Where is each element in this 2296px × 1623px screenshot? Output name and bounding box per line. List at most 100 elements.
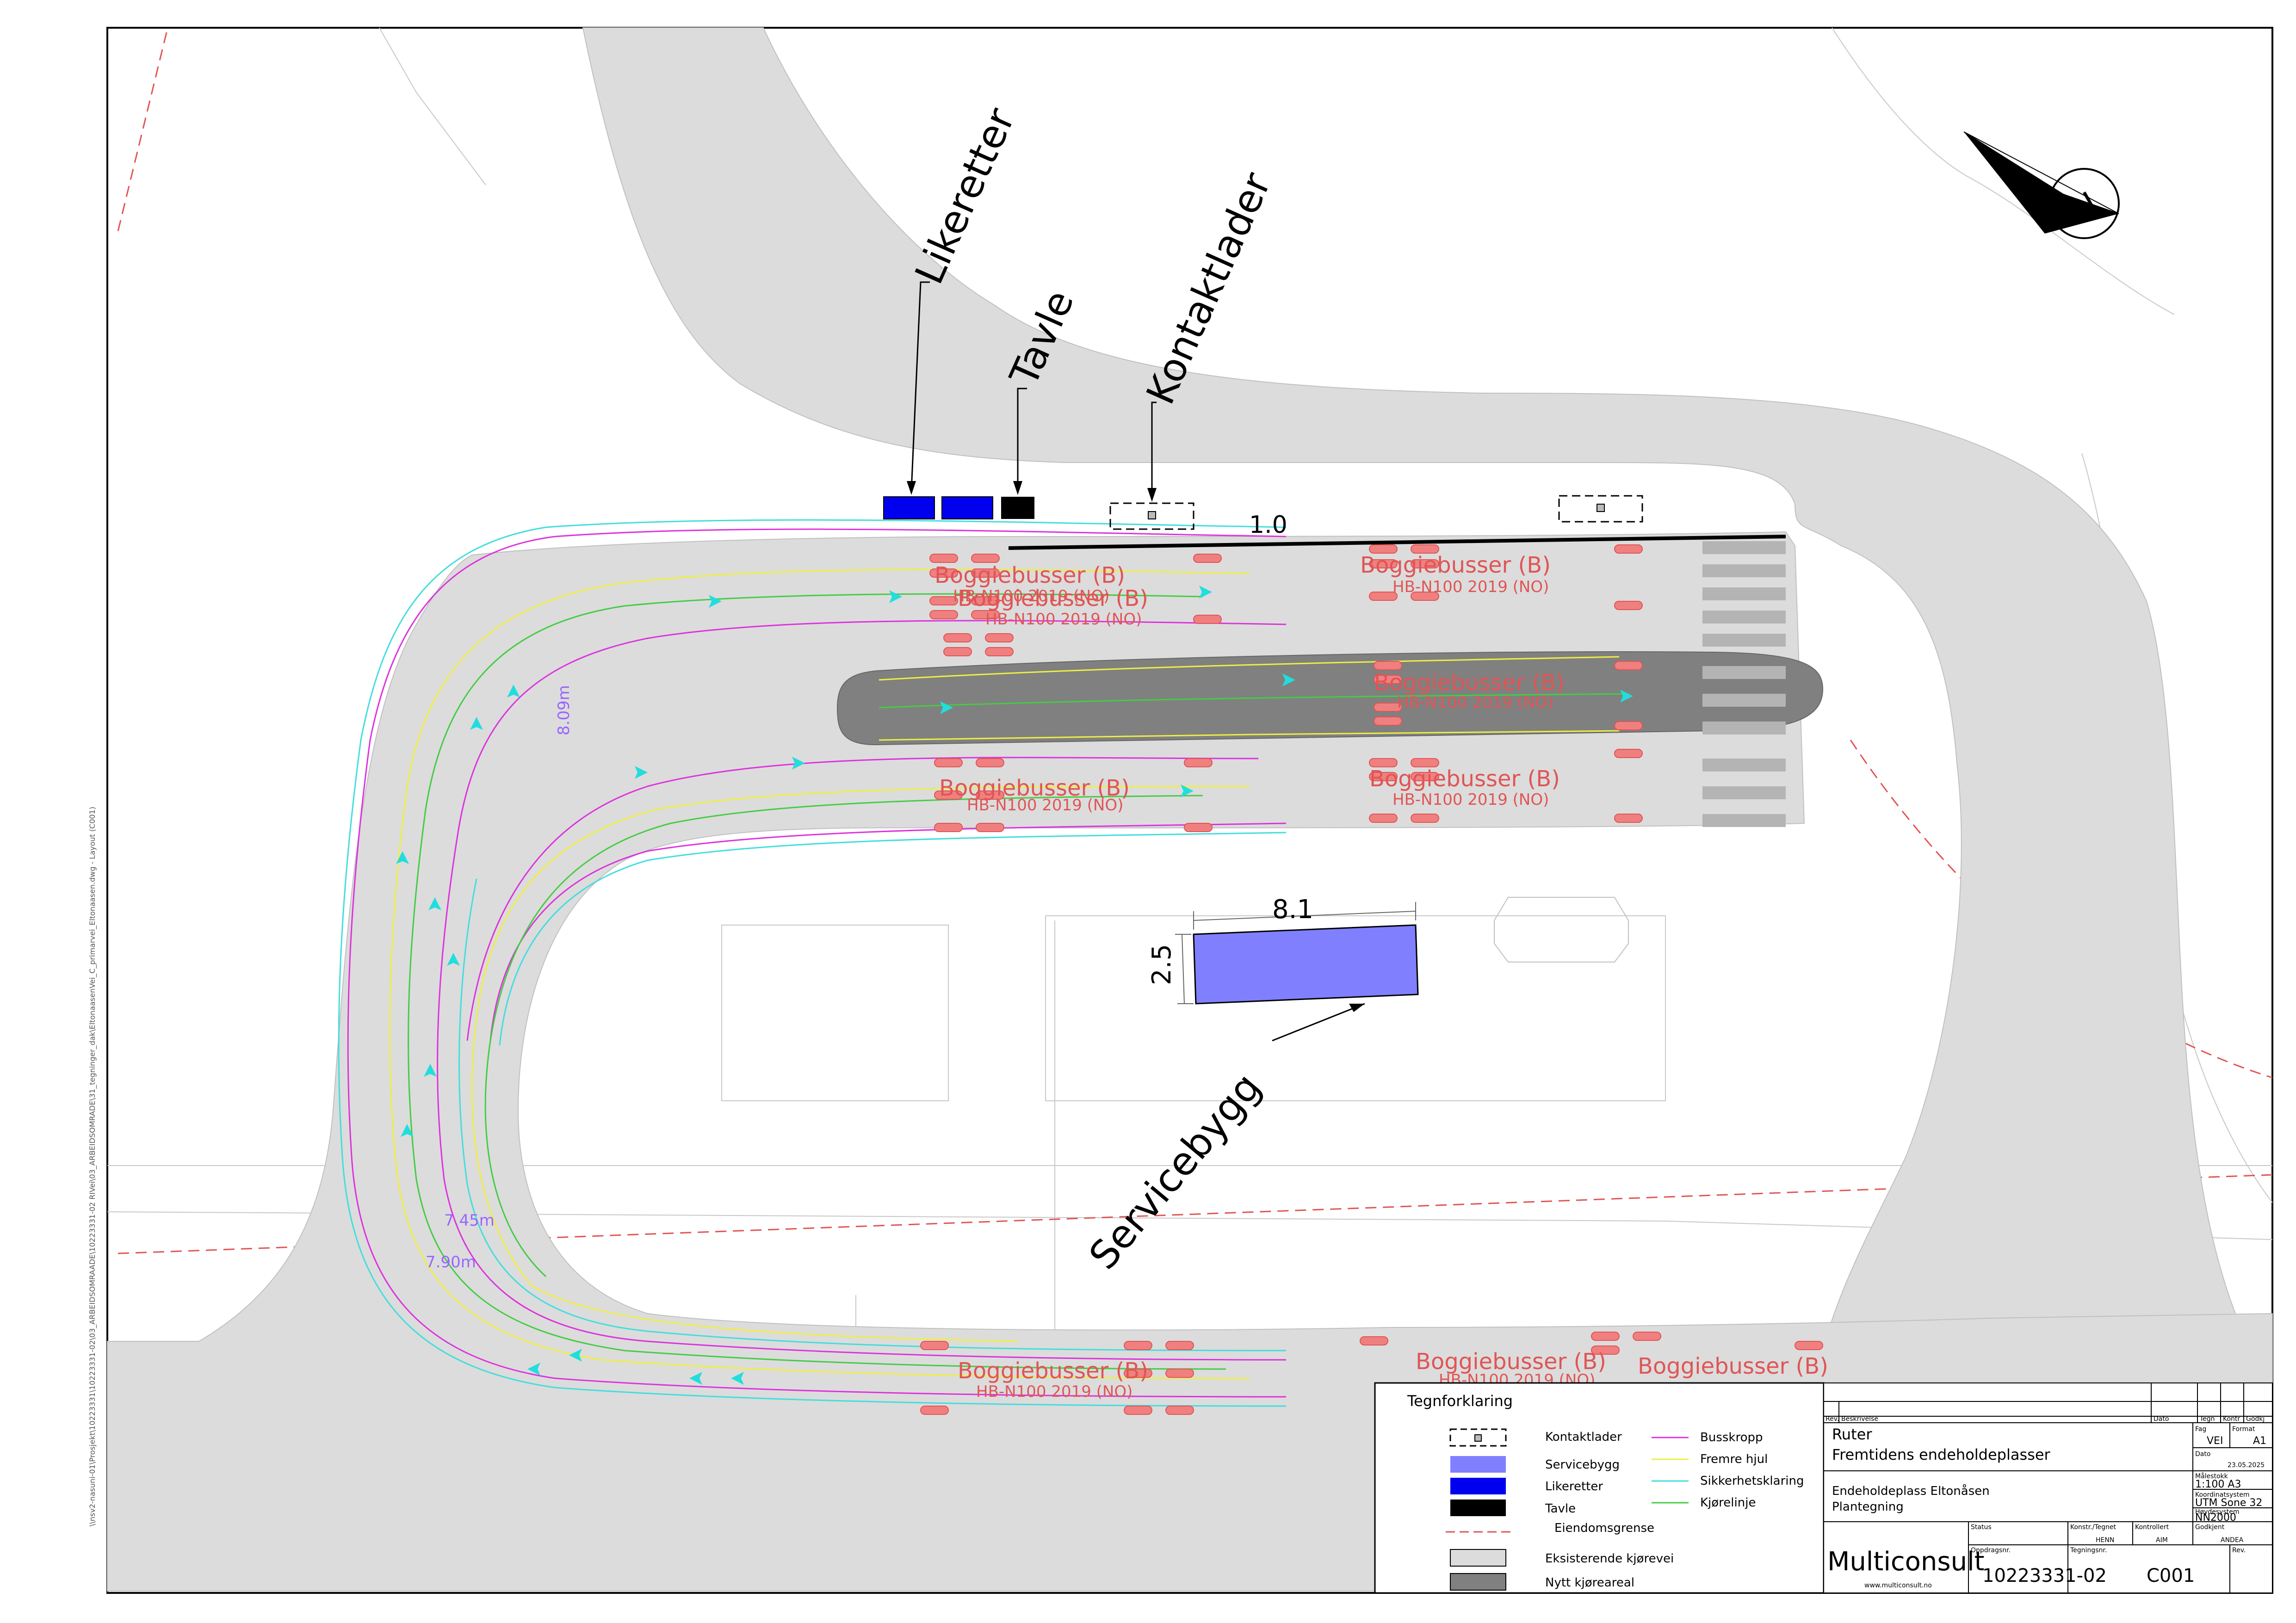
tb-hoyde-label: Høydesystem	[2195, 1508, 2240, 1516]
file-path-text: \\nsv2-nasuni-01\Prosjekt\10223331\10223…	[88, 807, 97, 1526]
tb-fag-label: Fag	[2195, 1426, 2206, 1433]
tb-dato-value: 23.05.2025	[2228, 1462, 2265, 1469]
legend-label: Kontaktlader	[1545, 1430, 1622, 1444]
servicebygg-callout: Servicebygg	[1080, 1064, 1269, 1277]
legend-swatch-tavle	[1450, 1500, 1506, 1516]
bus-labels: Boggiebusser (B) HB-N100 2019 (NO) Boggi…	[934, 552, 1828, 1401]
crosswalk	[1702, 541, 1786, 827]
kontaktlader-marker-2	[1597, 504, 1605, 512]
callout-arrowheads	[907, 481, 1365, 1012]
swept-path-body	[347, 528, 1287, 1398]
tb-client: Ruter	[1832, 1426, 1872, 1443]
tb-drawing-title-2: Plantegning	[1832, 1500, 1904, 1514]
tb-format-value: A1	[2253, 1435, 2266, 1447]
bus-label-name: Boggiebusser (B)	[1416, 1349, 1606, 1375]
tb-header-kontr: Kontr	[2223, 1415, 2240, 1423]
building-width-dimension: 2.5	[1147, 944, 1177, 985]
kontaktlader-callout: Kontaktlader	[1138, 166, 1280, 411]
bus-label-code: HB-N100 2019 (NO)	[985, 610, 1142, 629]
bus-label-name: Boggiebusser (B)	[934, 562, 1125, 588]
legend-label: Likeretter	[1545, 1480, 1603, 1493]
legend-frame	[1374, 1382, 1825, 1594]
legend-label: Fremre hjul	[1700, 1452, 1768, 1466]
tb-oppdrag-label: Oppdragsnr.	[1971, 1547, 2011, 1554]
tb-format-label: Format	[2232, 1426, 2255, 1433]
likeretter-callout: Likeretter	[906, 101, 1024, 290]
tb-dato-label: Dato	[2195, 1450, 2210, 1458]
bus-label-name: Boggiebusser (B)	[1638, 1353, 1828, 1379]
wheel-markers	[920, 544, 1823, 1415]
tb-header-dato: Dato	[2154, 1415, 2169, 1423]
tb-drawing-title-1: Endeholdeplass Eltonåsen	[1832, 1484, 1990, 1498]
bus-label-name: Boggiebusser (B)	[958, 586, 1148, 611]
bus-label-name: Boggiebusser (B)	[1360, 552, 1551, 578]
kontaktlader-box-2	[1558, 495, 1643, 523]
legend-title: Tegnforklaring	[1407, 1392, 1513, 1410]
tavle-box	[1001, 497, 1034, 519]
legend-label: Sikkerhetsklaring	[1700, 1474, 1804, 1488]
legend-label: Servicebygg	[1545, 1458, 1620, 1472]
tb-project: Fremtidens endeholdeplasser	[1832, 1446, 2051, 1463]
tb-konstr-value: HENN	[2096, 1537, 2114, 1544]
legend-swatch-servicebygg	[1450, 1456, 1506, 1473]
tb-kontrollert-value: AIM	[2156, 1537, 2168, 1544]
bus-label-code: HB-N100 2019 (NO)	[967, 796, 1123, 815]
legend-label: Busskropp	[1700, 1431, 1763, 1444]
swept-path-driving-line	[408, 593, 1629, 1370]
bus-label-code: HB-N100 2019 (NO)	[1397, 693, 1553, 712]
legend-swatch-kontaktlader	[1449, 1428, 1507, 1447]
sheet-frame	[106, 27, 2273, 1594]
legend-label: Eksisterende kjørevei	[1545, 1552, 1674, 1566]
bus-label-name: Boggiebusser (B)	[1369, 766, 1560, 792]
likeretter-box-2	[941, 496, 993, 519]
tb-malestokk-value: 1:100 A3	[2195, 1479, 2241, 1490]
existing-road	[107, 27, 2273, 1592]
kontaktlader-box-1	[1109, 502, 1194, 530]
tb-tegningsnr-value: C001	[2147, 1565, 2195, 1586]
legend-swatch-eksisterende	[1450, 1549, 1506, 1567]
tb-header-rev: Rev.	[1826, 1415, 1839, 1423]
tb-header-godkj: Godkj	[2246, 1415, 2265, 1423]
platform-offset-dimension: 1.0	[1249, 511, 1287, 539]
legend: Tegnforklaring Kontaktlader Servicebygg …	[1374, 1382, 1825, 1594]
swept-path-front-wheel	[389, 568, 1620, 1379]
kontaktlader-marker-1	[1148, 511, 1156, 519]
bus-label-name: Boggiebusser (B)	[958, 1358, 1148, 1384]
tb-status-label: Status	[1971, 1524, 1992, 1531]
new-driving-area	[836, 651, 1824, 746]
tb-hoyde-value: NN2000	[2195, 1512, 2236, 1524]
tb-godkjent-value: ANDEA	[2221, 1537, 2244, 1544]
servicebygg-shape	[1193, 924, 1419, 1005]
legend-swatch-likeretter	[1450, 1478, 1506, 1494]
company-website: www.multiconsult.no	[1864, 1582, 1932, 1589]
direction-arrows	[396, 586, 1633, 1385]
tb-oppdrag-value: 10223331-02	[1982, 1565, 2107, 1586]
north-arrow-icon: N	[1963, 131, 2120, 239]
legend-label: Kjørelinje	[1700, 1496, 1756, 1510]
title-block-text: Rev. Beskrivelse Dato Tegn Kontr Godkj R…	[1826, 1415, 2266, 1589]
bus-label-name: Boggiebusser (B)	[1374, 670, 1565, 696]
tb-header-beskrivelse: Beskrivelse	[1841, 1415, 1878, 1423]
callout-leaders	[910, 281, 1365, 1042]
title-block	[1823, 1382, 2273, 1593]
tb-koord-value: UTM Sone 32	[2195, 1497, 2262, 1509]
legend-marker-kontaktlader	[1474, 1434, 1482, 1442]
bus-label-code: HB-N100 2019 (NO)	[1392, 578, 1549, 596]
legend-label: Tavle	[1545, 1502, 1576, 1516]
legend-label: Eiendomsgrense	[1554, 1521, 1654, 1535]
tb-rev-label: Rev.	[2232, 1547, 2246, 1554]
swept-path-clearance	[338, 519, 1287, 1407]
company-logo: Multiconsult	[1827, 1547, 1985, 1577]
tb-koord-label: Koordinatsystem	[2195, 1491, 2249, 1499]
tb-konstr-label: Konstr./Tegnet	[2070, 1524, 2117, 1531]
tb-header-tegn: Tegn	[2199, 1415, 2215, 1423]
bus-label-code: HB-N100 2019 (NO)	[953, 587, 1109, 605]
likeretter-box-1	[883, 496, 935, 519]
platform-edge-line	[1008, 535, 1786, 550]
turn-radius-label: 7.45m	[444, 1211, 495, 1230]
tb-kontrollert-label: Kontrollert	[2135, 1524, 2169, 1531]
legend-label: Nytt kjøreareal	[1545, 1576, 1634, 1590]
bus-label-code: HB-N100 2019 (NO)	[1392, 790, 1549, 809]
tb-malestokk-label: Målestokk	[2195, 1472, 2228, 1480]
